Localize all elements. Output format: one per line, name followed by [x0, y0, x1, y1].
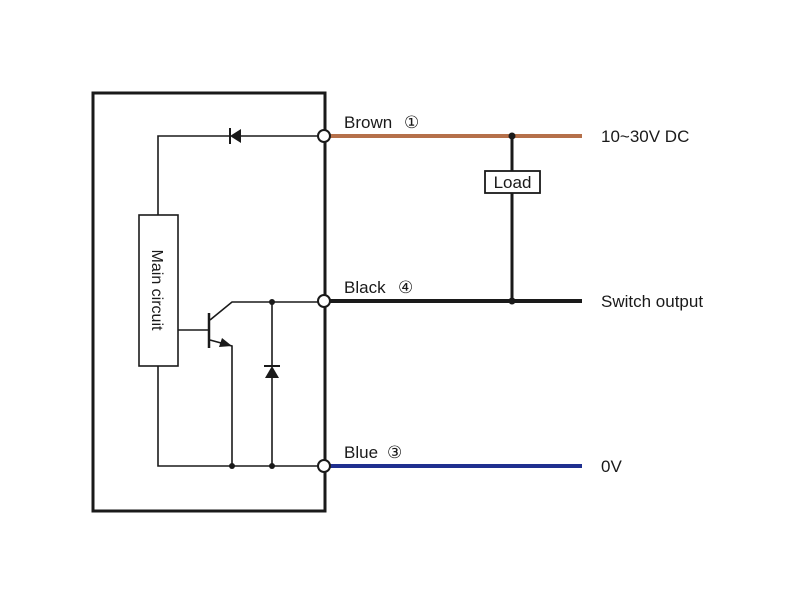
clamp-diode-icon	[264, 302, 280, 466]
ground-wire-internal	[157, 366, 318, 467]
black-wire-label: Black	[344, 278, 386, 297]
load-box	[484, 170, 541, 194]
terminal-1	[317, 129, 331, 143]
main-circuit-label: Main circuit	[148, 250, 165, 331]
supply-voltage-label: 10~30V DC	[601, 127, 689, 146]
brown-wire-label: Brown	[344, 113, 392, 132]
blue-terminal-number: ③	[387, 443, 402, 462]
terminal-3	[317, 459, 331, 473]
junction-dot	[508, 132, 516, 140]
junction-dot	[229, 463, 235, 469]
junction-dot	[269, 463, 275, 469]
terminal-4	[317, 294, 331, 308]
blue-wire-label: Blue	[344, 443, 378, 462]
black-terminal-number: ④	[398, 278, 413, 297]
main-circuit-block	[138, 214, 179, 367]
brown-terminal-number: ①	[404, 113, 419, 132]
load-label: Load	[494, 173, 532, 192]
reverse-polarity-diode-icon	[229, 128, 241, 144]
junction-dot	[508, 297, 516, 305]
zero-volt-label: 0V	[601, 457, 622, 476]
supply-wire-internal	[157, 135, 230, 215]
switch-output-label: Switch output	[601, 292, 703, 311]
junction-dot	[269, 299, 275, 305]
npn-transistor-icon	[178, 301, 318, 466]
